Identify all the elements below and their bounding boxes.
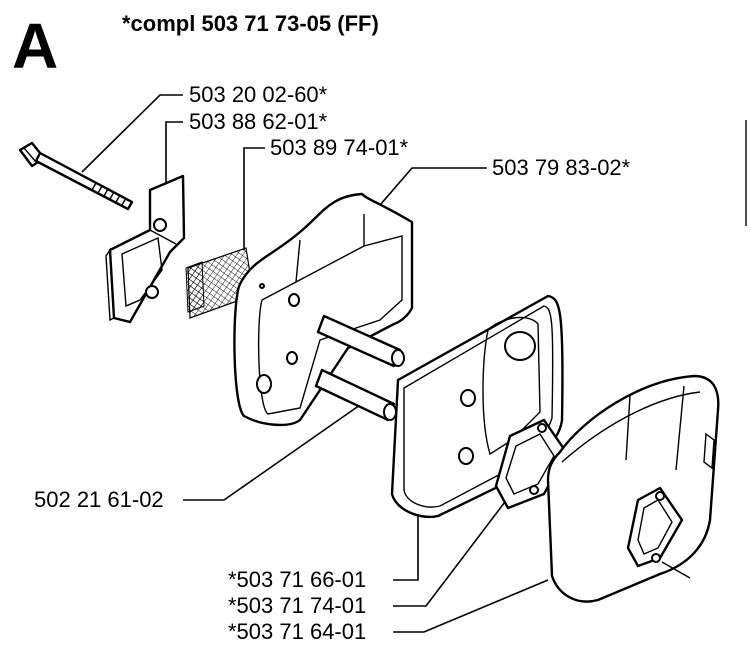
gasket-drawing <box>494 418 568 510</box>
label-bracket: 503 88 62-01* <box>189 109 328 134</box>
label-gasket: *503 71 74-01 <box>228 593 367 618</box>
leader-lines <box>81 94 549 633</box>
label-bolt: 503 20 02-60* <box>189 82 328 107</box>
leader-spark-screen <box>243 147 265 250</box>
leader-muffler-plate <box>393 510 419 581</box>
section-letter: A <box>12 10 59 82</box>
label-muffler-body: *503 71 64-01 <box>228 619 367 644</box>
leader-muffler-housing <box>373 167 487 213</box>
muffler-housing-drawing <box>233 192 414 427</box>
leader-muffler-body <box>393 579 549 633</box>
label-muffler-housing: 503 79 83-02* <box>492 155 631 180</box>
bracket-drawing <box>105 174 186 324</box>
leader-bracket <box>165 121 183 196</box>
muffler-body-drawing <box>546 374 720 603</box>
leader-spacer-pipe <box>183 404 361 501</box>
label-spark-screen: 503 89 74-01* <box>270 135 409 160</box>
bolt-drawing <box>18 141 134 211</box>
label-spacer-pipe: 502 21 61-02 <box>34 487 164 512</box>
leader-bolt <box>81 94 183 173</box>
label-muffler-plate: *503 71 66-01 <box>228 567 367 592</box>
spacer-pipes-drawing <box>314 314 405 422</box>
assembly-title: *compl 503 71 73-05 (FF) <box>122 11 379 36</box>
leader-gasket <box>393 489 515 607</box>
